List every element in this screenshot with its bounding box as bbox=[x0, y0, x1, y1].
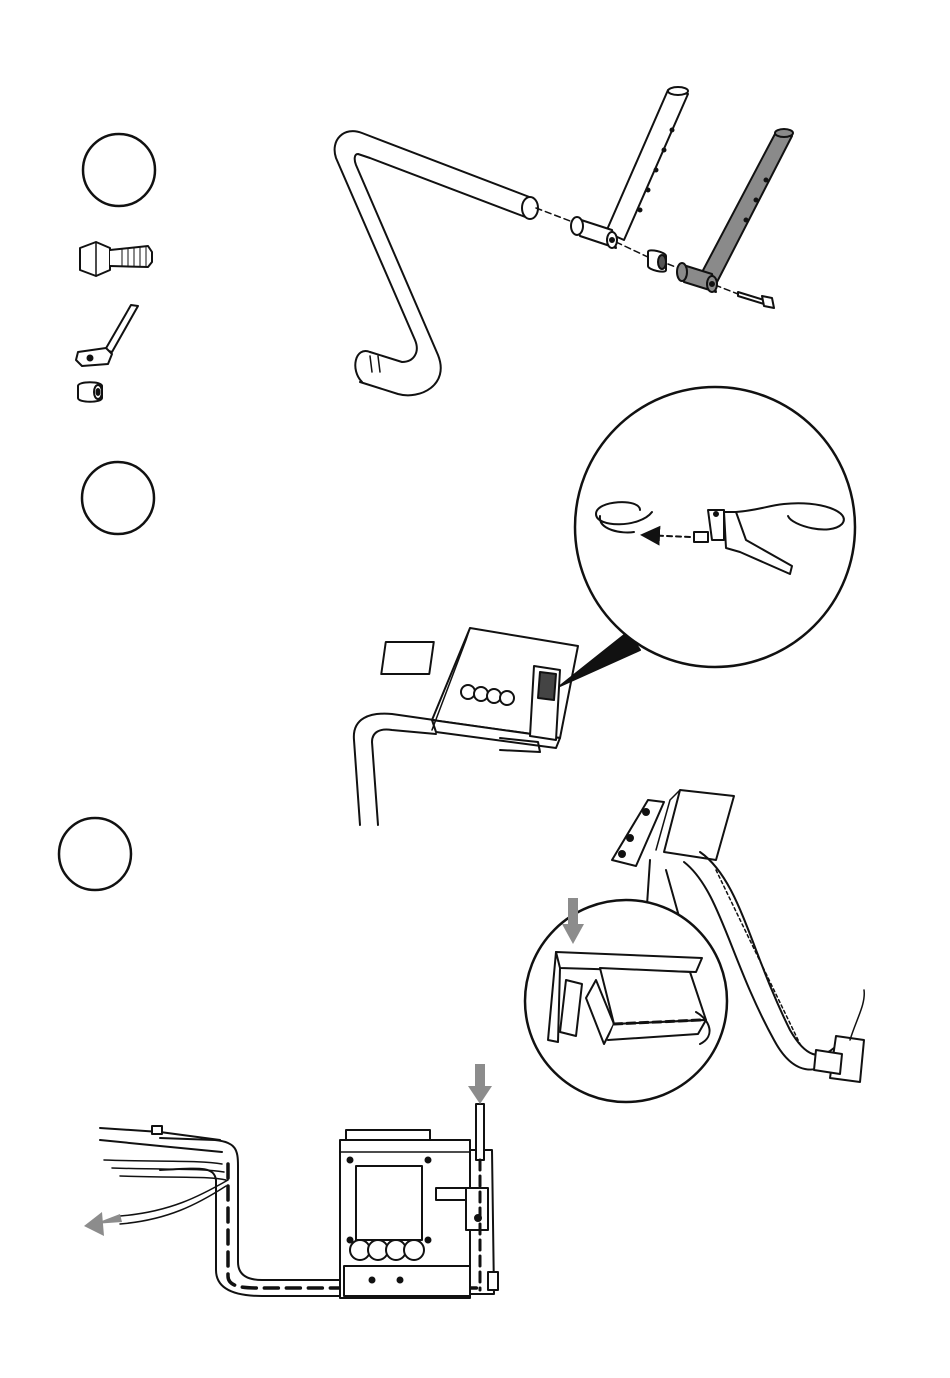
frame-tube bbox=[335, 131, 538, 395]
console-mount-detail bbox=[548, 952, 710, 1044]
spacer-bushing-icon bbox=[78, 382, 102, 402]
step-2-group bbox=[82, 387, 855, 825]
console-screen bbox=[381, 642, 433, 674]
hex-bolt-icon bbox=[80, 242, 152, 276]
step-1-group bbox=[76, 87, 793, 402]
shaded-pedal-arm bbox=[677, 129, 793, 292]
white-pedal-arm bbox=[571, 87, 688, 248]
assembly-bolt bbox=[738, 292, 774, 308]
cable-in-arrow-icon bbox=[468, 1064, 492, 1104]
step-2-number-circle bbox=[82, 462, 154, 534]
step-3-number-circle bbox=[59, 818, 131, 890]
cable-routing-assembly bbox=[84, 1104, 498, 1298]
spacer-bushing bbox=[648, 250, 666, 271]
assembly-axis-4 bbox=[715, 285, 738, 294]
assembly-axis-2 bbox=[616, 242, 650, 258]
pedal-arm-icon bbox=[76, 305, 138, 366]
step-3-group bbox=[59, 790, 864, 1298]
console-unit bbox=[381, 628, 578, 748]
cable-out-arrow-icon bbox=[84, 1212, 122, 1236]
bottom-console-screen bbox=[356, 1166, 422, 1240]
step-1-number-circle bbox=[83, 134, 155, 206]
